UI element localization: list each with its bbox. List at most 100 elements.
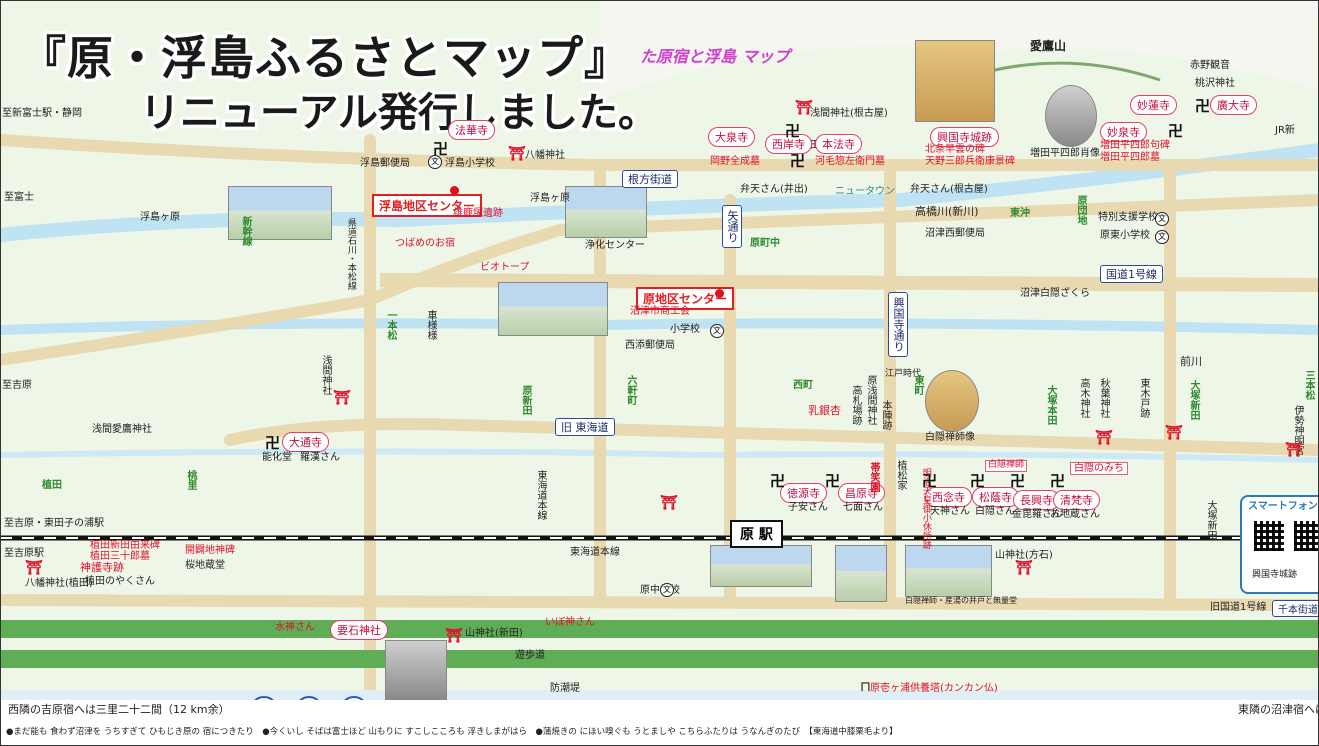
- place-label: 浮島ヶ原: [530, 193, 570, 204]
- temple-label[interactable]: 昌原寺: [838, 483, 885, 503]
- place-label: 至新富士駅・静岡: [2, 108, 82, 119]
- place-label: 沼津西郵便局: [925, 228, 985, 239]
- temple-label[interactable]: 西岸寺: [765, 134, 812, 154]
- temple-manji-icon: 卍: [922, 472, 938, 490]
- road-label-yadori: 矢通り: [722, 205, 742, 248]
- temple-manji-icon: 卍: [770, 472, 786, 490]
- temple-manji-icon: 卍: [790, 152, 806, 170]
- place-label: 県道石川・本松線: [345, 218, 356, 290]
- temple-label[interactable]: 法華寺: [448, 120, 495, 140]
- place-label: 岡野全成墓: [710, 156, 760, 167]
- photo-hara-center: [498, 282, 608, 336]
- place-label: 能化堂: [262, 452, 292, 463]
- place-label: つばめのお宿: [395, 238, 455, 249]
- photo-ukishima-center: [228, 186, 332, 240]
- temple-manji-icon: 卍: [265, 434, 281, 452]
- road-label-kyukokudo1: 旧国道1号線: [1210, 602, 1267, 613]
- place-label: 前川: [1180, 355, 1202, 368]
- road-national-1: [379, 273, 1319, 292]
- place-label: 植松家: [895, 460, 906, 490]
- map-title-line1: 『原・浮島ふるさとマップ』: [20, 31, 631, 85]
- temple-label[interactable]: 本法寺: [815, 134, 862, 154]
- place-label: 防潮堤: [550, 683, 580, 694]
- landmark-label[interactable]: 興国寺城跡: [930, 127, 999, 147]
- place-label: 至吉原: [2, 380, 32, 391]
- hara-station[interactable]: 原 駅: [730, 520, 783, 548]
- road-label-negata: 根方街道: [622, 170, 678, 188]
- place-label: 愛鷹山: [1030, 39, 1067, 53]
- place-label: 白隠禅師: [985, 460, 1028, 472]
- place-label: 雄鹿塚遺跡: [453, 208, 503, 219]
- school-icon: 文: [428, 155, 442, 169]
- temple-label[interactable]: 大通寺: [282, 432, 329, 452]
- place-label: 弁天さん(根古屋): [910, 184, 988, 195]
- temple-manji-icon: 卍: [1050, 472, 1066, 490]
- qr-code-icon[interactable]: [1254, 521, 1284, 551]
- shrine-torii-icon: ⛩: [445, 628, 463, 644]
- place-label: 赤野観音: [1190, 60, 1230, 71]
- place-label: 浅間愛鷹神社: [92, 424, 152, 435]
- road-label-tokaido-line: 東海道本線: [570, 547, 620, 558]
- place-label: 至富士: [4, 192, 34, 203]
- place-label: 秋葉神社: [1098, 378, 1109, 418]
- temple-label[interactable]: 松蔭寺: [972, 487, 1019, 507]
- place-label: 三本松: [1303, 370, 1314, 400]
- place-label: ビオトープ: [480, 262, 530, 273]
- place-label: 浮島小学校: [445, 158, 495, 169]
- place-label: 原町中: [750, 238, 780, 249]
- shrine-label[interactable]: 要石神社: [330, 620, 388, 640]
- place-label: 桃里: [185, 470, 196, 490]
- smartphone-panel: スマートフォンで 興国寺城跡: [1240, 495, 1319, 594]
- temple-label[interactable]: 清梵寺: [1053, 490, 1100, 510]
- portrait-masuda-heishiro: [1045, 85, 1097, 147]
- temple-label[interactable]: 徳源寺: [780, 483, 827, 503]
- temple-manji-icon: 卍: [785, 122, 801, 140]
- place-label: 浅間神社(根古屋): [810, 108, 888, 119]
- shrine-torii-icon: ⛩: [25, 560, 43, 576]
- place-label: 原浅間神社: [865, 375, 876, 425]
- place-label: 天神さん: [930, 506, 970, 517]
- temple-label[interactable]: 廣大寺: [1210, 95, 1257, 115]
- place-label: 東町: [912, 375, 923, 395]
- temple-label[interactable]: 大泉寺: [708, 127, 755, 147]
- temple-manji-icon: 卍: [1010, 472, 1026, 490]
- place-label: 北条早雲の碑: [925, 144, 985, 155]
- photo-joka-center: [565, 186, 647, 238]
- place-label: 七面さん: [843, 502, 883, 513]
- place-label: 大塚本田: [1045, 385, 1056, 425]
- place-label: 白隠さん: [975, 506, 1015, 517]
- smartphone-caption: 興国寺城跡: [1252, 570, 1298, 580]
- place-label: 金毘羅さん: [1012, 509, 1062, 520]
- mountain-area: [600, 0, 1319, 100]
- school-icon: 文: [1155, 212, 1169, 226]
- temple-label[interactable]: 妙泉寺: [1100, 122, 1147, 142]
- road-upper: [0, 194, 1319, 366]
- place-label: 水神さん: [275, 622, 315, 633]
- place-label: 東沖: [1010, 208, 1030, 219]
- shrine-torii-icon: ⛩: [508, 146, 526, 162]
- place-label: 桃沢神社: [1195, 78, 1235, 89]
- ukishima-center-label[interactable]: 浮島地区センター: [372, 194, 483, 217]
- place-label: 江戸時代: [885, 369, 922, 379]
- shrine-torii-icon: ⛩: [1285, 442, 1303, 458]
- place-label: 浮島ヶ原: [140, 212, 180, 223]
- qr-code-icon[interactable]: [1294, 521, 1319, 551]
- place-label: 大塚新田: [1205, 500, 1216, 540]
- place-label: 高木神社: [1078, 378, 1089, 418]
- place-label: 小学校: [670, 324, 700, 335]
- place-label: 西町: [793, 380, 813, 391]
- hara-center-label[interactable]: 原地区センター: [636, 287, 735, 310]
- place-label: 本陣跡: [880, 400, 891, 430]
- temple-label[interactable]: 妙蓮寺: [1130, 95, 1177, 115]
- school-icon: 文: [660, 583, 674, 597]
- place-label: 東海道本線: [535, 470, 546, 520]
- banner-text: た原宿と浮島 マップ: [640, 47, 790, 66]
- place-label: 原東小学校: [1100, 230, 1150, 241]
- place-label: 車様様: [425, 310, 436, 340]
- map-title-line2: リニューアル発行しました。: [140, 90, 658, 136]
- temple-label[interactable]: 長興寺: [1013, 490, 1060, 510]
- place-label: 白隠禅師・産湯の井戸と無量堂: [905, 596, 1017, 605]
- place-label: 神護寺跡: [80, 561, 124, 574]
- temple-label[interactable]: 西念寺: [925, 487, 972, 507]
